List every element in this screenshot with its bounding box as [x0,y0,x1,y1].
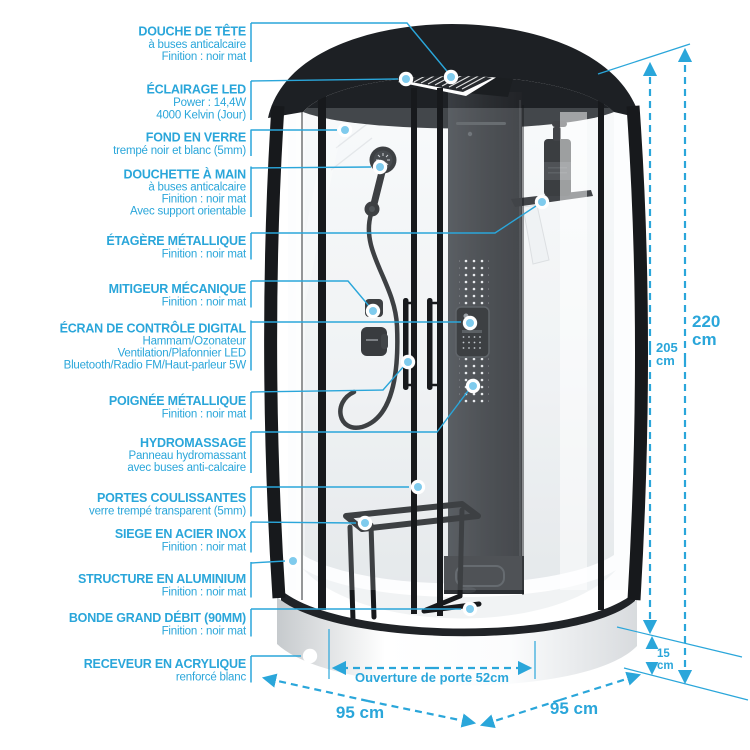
svg-text:Finition : noir mat: Finition : noir mat [162,194,247,206]
dimension-lines: 220 cm 205 cm 15 cm 95 cm 95 cm Ouvertur… [261,43,749,729]
shower-cabin [264,24,648,686]
leader-hydromassage [250,378,481,473]
right-corner-post [626,105,648,601]
svg-text:4000 Kelvin (Jour): 4000 Kelvin (Jour) [156,110,246,122]
svg-text:PORTES COULISSANTES: PORTES COULISSANTES [97,491,246,505]
left-corner-post [264,105,286,599]
svg-text:renforcé blanc: renforcé blanc [176,672,247,684]
dim-door-opening [328,629,536,679]
svg-text:ÉCRAN DE CONTRÔLE DIGITAL: ÉCRAN DE CONTRÔLE DIGITAL [60,321,247,336]
label-fond-en-verre: FOND EN VERRE trempé noir et blanc (5mm) [113,131,246,158]
svg-text:Ventilation/Plafonnier LED: Ventilation/Plafonnier LED [118,348,246,360]
svg-text:MITIGEUR MÉCANIQUE: MITIGEUR MÉCANIQUE [109,281,246,296]
svg-text:à buses anticalcaire: à buses anticalcaire [148,39,246,51]
dim-base-height-unit: cm [657,660,674,672]
dim-total-height-value: 220 [692,312,720,331]
dim-door-opening-label: Ouverture de porte 52cm [355,670,509,685]
annotation-leaders [250,22,550,683]
svg-text:à buses anticalcaire: à buses anticalcaire [148,182,246,194]
svg-text:Bluetooth/Radio FM/Haut-parleu: Bluetooth/Radio FM/Haut-parleur 5W [64,360,247,372]
svg-text:BONDE GRAND DÉBIT (90MM): BONDE GRAND DÉBIT (90MM) [69,610,246,625]
metal-shelf [511,121,593,265]
dim-width-right-label: 95 cm [550,699,598,718]
svg-text:HYDROMASSAGE: HYDROMASSAGE [140,436,246,450]
shower-floor [302,568,616,619]
svg-text:avec buses anti-calcaire: avec buses anti-calcaire [127,462,246,474]
dim-width-left-label: 95 cm [336,703,384,722]
label-eclairage-led: ÉCLAIRAGE LED Power : 14,4W 4000 Kelvin … [147,82,247,122]
label-poignee: POIGNÉE MÉTALLIQUE Finition : noir mat [109,393,247,421]
svg-text:trempé noir et blanc (5mm): trempé noir et blanc (5mm) [113,145,246,157]
label-receveur: RECEVEUR EN ACRYLIQUE renforcé blanc [84,657,247,684]
frame-mullions [301,88,604,616]
leader-portes-coulissantes [250,479,426,517]
column-base [444,556,524,594]
dim-inner-height-value: 205 [656,340,678,355]
svg-text:Finition : noir mat: Finition : noir mat [162,51,247,63]
leader-eclairage-led [250,71,414,120]
label-bonde: BONDE GRAND DÉBIT (90MM) Finition : noir… [69,610,247,638]
floor-drain [460,587,476,593]
label-structure: STRUCTURE EN ALUMINIUM Finition : noir m… [78,572,247,599]
svg-text:Finition : noir mat: Finition : noir mat [162,542,247,554]
front-glass [288,108,632,590]
feature-labels: DOUCHE DE TÊTE à buses anticalcaire Fini… [60,24,248,684]
svg-text:Finition : noir mat: Finition : noir mat [162,297,247,309]
leader-siege [250,515,373,553]
label-etagere: ÉTAGÈRE MÉTALLIQUE Finition : noir mat [106,233,247,261]
svg-text:Finition : noir mat: Finition : noir mat [162,249,247,261]
label-douche-de-tete: DOUCHE DE TÊTE à buses anticalcaire Fini… [138,24,247,64]
leader-structure [250,553,301,598]
svg-text:DOUCHETTE À MAIN: DOUCHETTE À MAIN [124,167,247,182]
svg-text:Finition : noir mat: Finition : noir mat [162,587,247,599]
svg-text:STRUCTURE EN ALUMINIUM: STRUCTURE EN ALUMINIUM [78,572,246,586]
leader-poignee [250,354,416,420]
leader-ecran-digital [250,315,478,371]
column-speaker-slot [456,122,506,125]
dim-width-left [261,673,477,728]
label-siege: SIEGE EN ACIER INOX Finition : noir mat [115,527,247,554]
leader-fond-en-verre [250,122,353,156]
svg-text:SIEGE EN ACIER INOX: SIEGE EN ACIER INOX [115,527,247,541]
svg-text:Hammam/Ozonateur: Hammam/Ozonateur [142,336,246,348]
towel [522,204,550,265]
svg-text:Finition : noir mat: Finition : noir mat [162,409,247,421]
dim-total-height-unit: cm [692,330,717,349]
dim-width-right [479,671,642,729]
leader-bonde [250,601,478,637]
svg-text:POIGNÉE MÉTALLIQUE: POIGNÉE MÉTALLIQUE [109,393,246,408]
ext-line-tray-top [616,626,743,658]
svg-text:ÉTAGÈRE MÉTALLIQUE: ÉTAGÈRE MÉTALLIQUE [106,233,246,248]
ext-line-top [597,43,691,75]
leader-douchette-a-main [250,159,388,217]
svg-text:FOND EN VERRE: FOND EN VERRE [146,131,246,145]
label-mitigeur: MITIGEUR MÉCANIQUE Finition : noir mat [109,281,248,309]
label-hydromassage: HYDROMASSAGE Panneau hydromassant avec b… [127,436,247,474]
leader-etagere [250,194,550,260]
leader-mitigeur [250,280,381,319]
dim-base-height-value: 15 [657,648,670,660]
svg-text:ÉCLAIRAGE LED: ÉCLAIRAGE LED [147,82,247,97]
svg-text:Avec support orientable: Avec support orientable [130,206,246,218]
shower-tray [277,597,637,686]
svg-text:DOUCHE DE TÊTE: DOUCHE DE TÊTE [138,24,246,39]
svg-text:Panneau hydromassant: Panneau hydromassant [129,450,247,462]
svg-text:RECEVEUR EN ACRYLIQUE: RECEVEUR EN ACRYLIQUE [84,657,246,671]
column-sensor [467,131,473,137]
dim-inner-height-unit: cm [656,353,675,368]
svg-text:Finition : noir mat: Finition : noir mat [162,626,247,638]
label-portes-coulissantes: PORTES COULISSANTES verre trempé transpa… [89,491,247,518]
hydromassage-jets-upper [459,258,489,305]
svg-text:Power : 14,4W: Power : 14,4W [173,97,246,109]
svg-text:verre trempé transparent (5mm): verre trempé transparent (5mm) [89,506,246,518]
label-douchette-a-main: DOUCHETTE À MAIN à buses anticalcaire Fi… [124,167,248,218]
leader-receveur [250,648,318,683]
label-ecran-digital: ÉCRAN DE CONTRÔLE DIGITAL Hammam/Ozonate… [60,321,247,372]
leader-douche-de-tete [250,22,459,85]
